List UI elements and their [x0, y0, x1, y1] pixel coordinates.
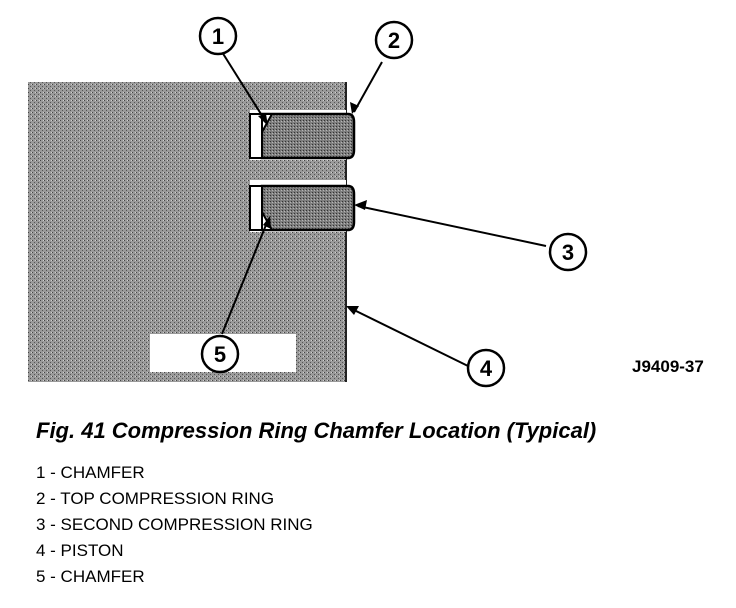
- leader-4-arrow: [346, 306, 359, 315]
- callout-1-number: 1: [212, 24, 224, 49]
- legend-list: 1 - CHAMFER 2 - TOP COMPRESSION RING 3 -…: [36, 460, 313, 590]
- leader-3-arrow: [354, 200, 367, 210]
- second-groove-gap: [249, 185, 263, 231]
- figure-caption: Fig. 41 Compression Ring Chamfer Locatio…: [36, 418, 597, 443]
- callout-4-number: 4: [480, 356, 493, 381]
- piston-ring-diagram: 1 2 3 4 5 J9409-37: [28, 16, 704, 388]
- leader-5-arrow: [263, 216, 271, 229]
- leader-3: [357, 205, 547, 247]
- callout-2: 2: [374, 20, 414, 60]
- legend-item-5: 5 - CHAMFER: [36, 567, 145, 586]
- legend-item-1: 1 - CHAMFER: [36, 463, 145, 482]
- legend-item-2: 2 - TOP COMPRESSION RING: [36, 489, 275, 508]
- callout-2-number: 2: [388, 28, 400, 53]
- callout-3-number: 3: [562, 240, 574, 265]
- callout-1: 1: [198, 16, 238, 56]
- callout-3: 3: [548, 232, 588, 272]
- legend-item-3: 3 - SECOND COMPRESSION RING: [36, 515, 313, 534]
- callout-5: 5: [200, 334, 240, 374]
- figure-id: J9409-37: [632, 357, 704, 376]
- callout-4: 4: [466, 348, 506, 388]
- leader-2: [353, 61, 383, 113]
- leader-1-arrow: [258, 114, 268, 126]
- legend-item-4: 4 - PISTON: [36, 541, 124, 560]
- callout-5-number: 5: [214, 342, 226, 367]
- leader-1: [221, 51, 267, 123]
- second-compression-ring: [260, 184, 356, 232]
- top-groove-gap: [249, 113, 263, 159]
- leader-4: [349, 307, 469, 367]
- top-compression-ring: [260, 112, 356, 160]
- leader-2-arrow: [350, 102, 359, 114]
- leader-5: [221, 219, 269, 335]
